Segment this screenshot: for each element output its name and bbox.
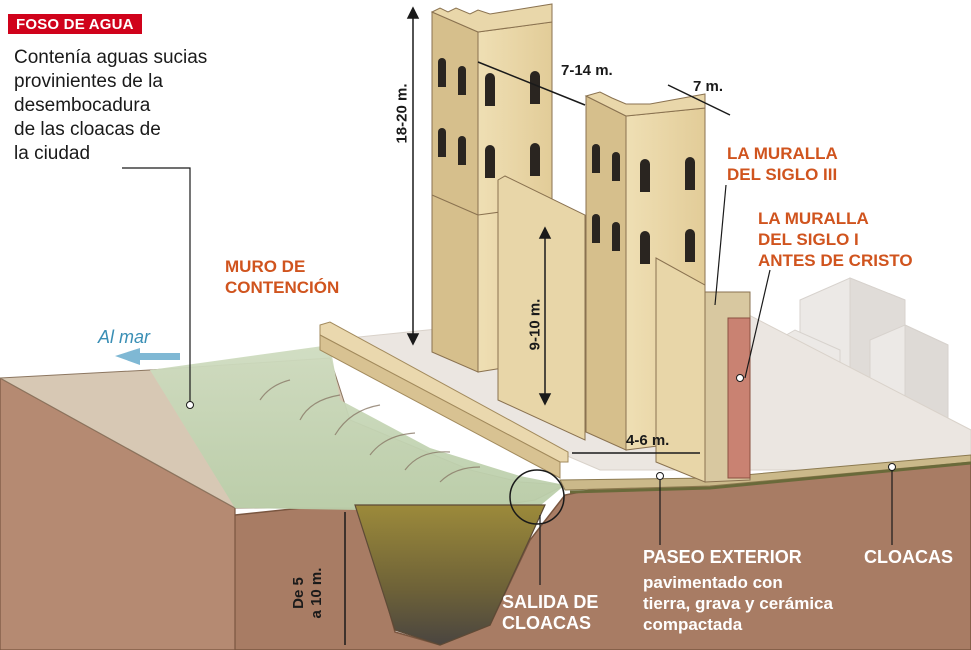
sewer-line xyxy=(569,461,971,494)
dim-paseo-width: 4-6 m. xyxy=(626,432,670,449)
label-muro-contencion: MURO DE CONTENCIÓN xyxy=(225,257,340,297)
moat-water xyxy=(150,345,565,517)
label-salida-cloacas: SALIDA DE CLOACAS xyxy=(502,592,599,633)
dim-foso-depth: De 5 a 10 m. xyxy=(290,567,325,619)
moat-trench xyxy=(354,504,546,646)
label-muralla-siglo-i: LA MURALLA DEL SIGLO I ANTES DE CRISTO xyxy=(758,209,913,270)
water-ripples xyxy=(259,379,481,483)
foso-badge: FOSO DE AGUA xyxy=(8,14,142,34)
curtain-wall xyxy=(497,175,586,441)
label-paseo-exterior-title: PASEO EXTERIOR xyxy=(643,547,802,567)
sewer-outlet-circle xyxy=(509,469,565,525)
foso-description: Contenía aguas sucias provinientes de la… xyxy=(14,47,208,164)
dim-wall-height: 9-10 m. xyxy=(526,298,544,351)
wall-siglo-i xyxy=(727,317,751,479)
dim-tower-spacing: 7-14 m. xyxy=(561,62,613,79)
dim-tower-width: 7 m. xyxy=(693,78,724,95)
dimension-lines xyxy=(344,6,731,645)
label-cloacas: CLOACAS xyxy=(864,547,953,567)
sea-arrow-icon xyxy=(115,348,180,365)
label-paseo-exterior-desc: pavimentado con tierra, grava y cerámica… xyxy=(643,573,833,634)
label-muralla-siglo-iii: LA MURALLA DEL SIGLO III xyxy=(727,144,838,184)
label-al-mar: Al mar xyxy=(98,327,151,347)
leader-lines xyxy=(122,167,893,585)
dim-tower-height: 18-20 m. xyxy=(393,83,411,144)
